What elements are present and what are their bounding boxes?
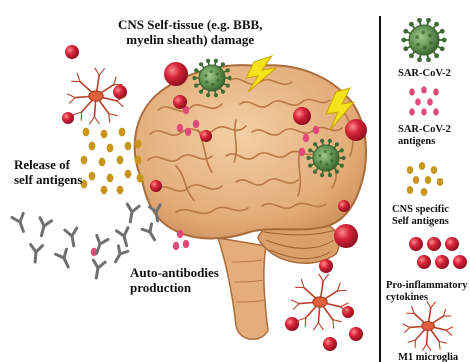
legend-label-virus: SAR-CoV-2 xyxy=(398,68,451,80)
legend-label-microglia: M1 microglia xyxy=(398,352,458,362)
self-antigen xyxy=(125,170,132,179)
self-antigen xyxy=(101,186,108,195)
antibody-icon xyxy=(124,204,139,223)
self-antigen xyxy=(137,174,144,183)
legend-line: Self antigens xyxy=(392,216,449,228)
self-antigens-cluster xyxy=(81,128,144,195)
microglia-icon xyxy=(292,274,349,330)
self-antigen xyxy=(107,144,114,153)
damage-label-line2: myelin sheath) damage xyxy=(118,33,262,48)
self-antigen xyxy=(125,142,132,151)
self-antigen xyxy=(89,142,96,151)
legend-line: antigens xyxy=(398,136,451,148)
antibody-icon xyxy=(12,213,29,233)
legend-virus-icon xyxy=(401,18,446,62)
legend-line: cytokines xyxy=(386,292,467,304)
legend-line: CNS specific xyxy=(392,204,449,216)
legend-label-cytokines: Pro-inflammatory cytokines xyxy=(386,280,467,304)
self-antigen xyxy=(117,156,124,165)
release-label-line1: Release of xyxy=(14,158,82,173)
antibody-icon xyxy=(90,260,105,279)
release-label-line2: self antigens xyxy=(14,173,82,188)
antibody-icon xyxy=(65,228,80,247)
legend-line: SAR-CoV-2 xyxy=(398,68,451,80)
legend-cytokines-icon xyxy=(409,237,467,269)
brainstem xyxy=(218,238,268,339)
antibody-icon xyxy=(29,245,42,263)
release-label: Release of self antigens xyxy=(14,158,82,188)
antibody-icon xyxy=(111,246,128,265)
microglia-icon xyxy=(403,302,453,351)
legend-label-self-antigens: CNS specific Self antigens xyxy=(392,204,449,228)
legend-line: M1 microglia xyxy=(398,352,458,362)
self-antigen xyxy=(119,128,126,137)
autoantibody-label-line2: production xyxy=(130,281,219,296)
self-antigen xyxy=(89,172,96,181)
legend-microglia-icon xyxy=(403,302,453,351)
self-antigen xyxy=(107,174,114,183)
legend-label-viral-antigens: SAR-CoV-2 antigens xyxy=(398,124,451,148)
legend-viral-antigens-icon xyxy=(409,86,439,115)
antibody-icon xyxy=(142,224,159,243)
autoantibody-label-line1: Auto-antibodies xyxy=(130,266,219,281)
virus-icon xyxy=(401,18,446,62)
antibody-icon xyxy=(36,218,52,238)
antibody-icon xyxy=(116,228,132,248)
self-antigen xyxy=(101,130,108,139)
damage-label-line1: CNS Self-tissue (e.g. BBB, xyxy=(118,18,262,33)
self-antigen xyxy=(135,140,142,149)
legend-line: Pro-inflammatory xyxy=(386,280,467,292)
autoantibody-label: Auto-antibodies production xyxy=(130,266,219,296)
self-antigen xyxy=(83,128,90,137)
self-antigen xyxy=(117,186,124,195)
damage-label: CNS Self-tissue (e.g. BBB, myelin sheath… xyxy=(118,18,262,48)
self-antigen xyxy=(135,156,142,165)
antibody-icon xyxy=(56,249,74,269)
legend-line: SAR-CoV-2 xyxy=(398,124,451,136)
legend-self-antigens-icon xyxy=(407,162,443,196)
self-antigen xyxy=(99,158,106,167)
